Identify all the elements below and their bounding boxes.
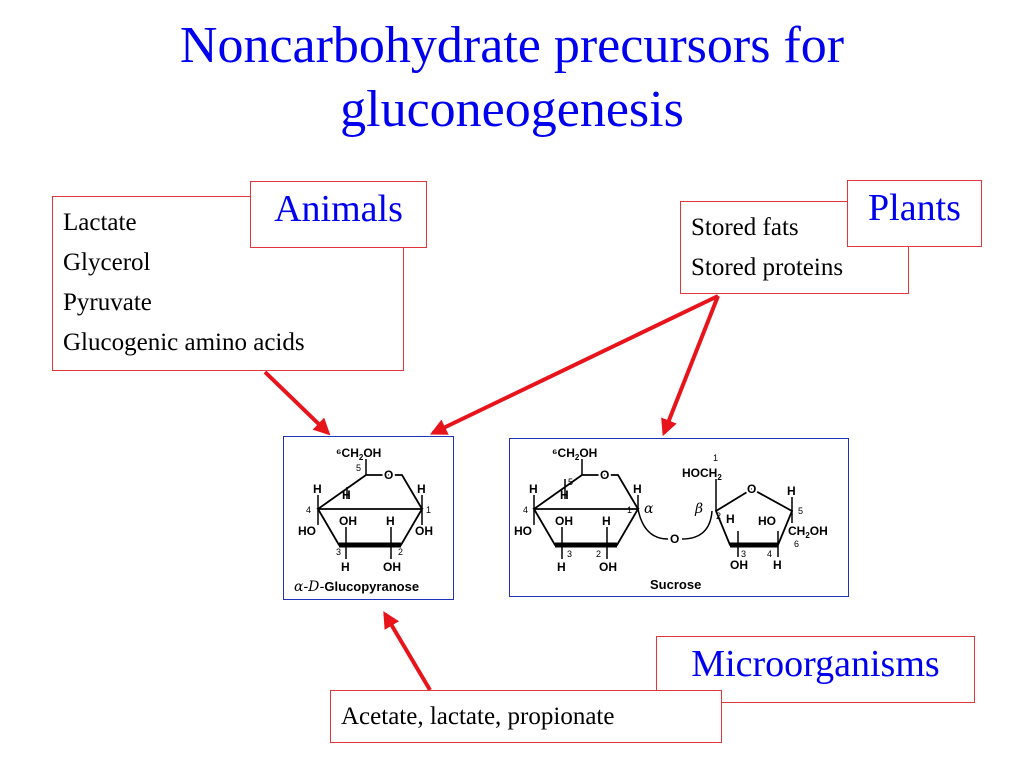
arrow-animals-to-glucose [263, 370, 331, 436]
svg-text:4: 4 [767, 549, 772, 559]
svg-text:5: 5 [568, 477, 573, 487]
svg-text:H: H [787, 484, 796, 498]
glucopyranose-drawing: ⁶CH2OH O O 5 H H HO 4 H OH 1 OH H 3 H OH… [294, 446, 433, 595]
animals-item-1: Lactate [63, 209, 137, 236]
animals-item-3: Pyruvate [63, 289, 152, 316]
svg-text:H: H [417, 482, 426, 496]
animals-item-4: Glucogenic amino acids [63, 329, 305, 356]
sucrose-glycosidic-oxygen: O [670, 532, 679, 546]
svg-text:H: H [529, 482, 538, 496]
svg-text:5: 5 [798, 506, 803, 516]
title-line-2: gluconeogenesis [340, 81, 684, 138]
microorganisms-item-1: Acetate, lactate, propionate [341, 703, 615, 730]
svg-text:HO: HO [298, 524, 316, 538]
arrow-plants-to-glucose [429, 294, 719, 435]
svg-text:H: H [557, 560, 566, 574]
arrow-microbes-to-glucose [383, 611, 432, 692]
sucrose-alpha-label: α [644, 501, 654, 517]
microorganisms-precursor-box: Acetate, lactate, propionate [330, 690, 722, 743]
svg-text:2: 2 [716, 511, 721, 521]
svg-text:OH: OH [339, 514, 357, 528]
sucrose-drawing: ⁶CH2OH O O 5 H H HO 4 H 1 OH H 3 H OH 2 … [514, 446, 828, 592]
svg-text:H: H [773, 558, 782, 572]
svg-text:⁶CH2OH: ⁶CH2OH [552, 446, 597, 462]
svg-text:OH: OH [415, 524, 433, 538]
sucrose-caption: Sucrose [650, 577, 701, 592]
svg-text:H: H [313, 482, 322, 496]
svg-text:O: O [600, 468, 609, 482]
svg-text:5: 5 [356, 463, 361, 473]
svg-text:H: H [633, 482, 642, 496]
svg-text:2: 2 [398, 547, 403, 557]
svg-text:OH: OH [730, 558, 748, 572]
svg-text:3: 3 [336, 547, 341, 557]
svg-text:H: H [341, 560, 350, 574]
svg-text:HO: HO [758, 514, 776, 528]
animals-label: Animals [250, 181, 427, 248]
svg-text:6: 6 [794, 539, 799, 549]
animals-item-2: Glycerol [63, 249, 151, 276]
plants-label: Plants [847, 180, 982, 247]
svg-text:OH: OH [599, 560, 617, 574]
svg-text:3: 3 [567, 549, 572, 559]
svg-text:H: H [386, 514, 395, 528]
gluc-c6-label: ⁶CH2OH [336, 446, 381, 462]
svg-text:4: 4 [523, 505, 528, 515]
title-line-1: Noncarbohydrate precursors for [179, 17, 845, 74]
glucopyranose-structure: ⁶CH2OH O O 5 H H HO 4 H OH 1 OH H 3 H OH… [283, 436, 454, 600]
plants-item-1: Stored fats [691, 214, 799, 241]
svg-text:O: O [747, 482, 756, 496]
sucrose-hoch2: HOCH2 [682, 466, 722, 482]
svg-text:3: 3 [741, 549, 746, 559]
gluc-ring-oxygen: O [384, 468, 393, 482]
svg-text:HO: HO [514, 524, 532, 538]
svg-text:H: H [560, 488, 569, 502]
sucrose-structure: ⁶CH2OH O O 5 H H HO 4 H 1 OH H 3 H OH 2 … [509, 438, 849, 597]
svg-text:1: 1 [627, 505, 632, 515]
svg-text:O: O [747, 482, 756, 496]
svg-text:H: H [726, 512, 735, 526]
arrow-plants-to-sucrose [661, 295, 720, 437]
svg-text:OH: OH [383, 560, 401, 574]
svg-text:H: H [342, 488, 351, 502]
svg-text:1: 1 [713, 453, 718, 463]
sucrose-ch2oh: CH2OH [788, 524, 828, 540]
svg-text:1: 1 [426, 505, 431, 515]
svg-text:2: 2 [596, 549, 601, 559]
glucopyranose-caption: α-D-Glucopyranose [294, 579, 419, 595]
svg-text:OH: OH [555, 514, 573, 528]
plants-item-2: Stored proteins [691, 254, 844, 281]
slide-title: Noncarbohydrate precursors for gluconeog… [0, 14, 1024, 142]
sucrose-beta-label: β [694, 501, 703, 517]
svg-text:O: O [600, 468, 609, 482]
svg-text:4: 4 [306, 505, 311, 515]
svg-text:H: H [602, 514, 611, 528]
svg-text:O: O [384, 468, 393, 482]
